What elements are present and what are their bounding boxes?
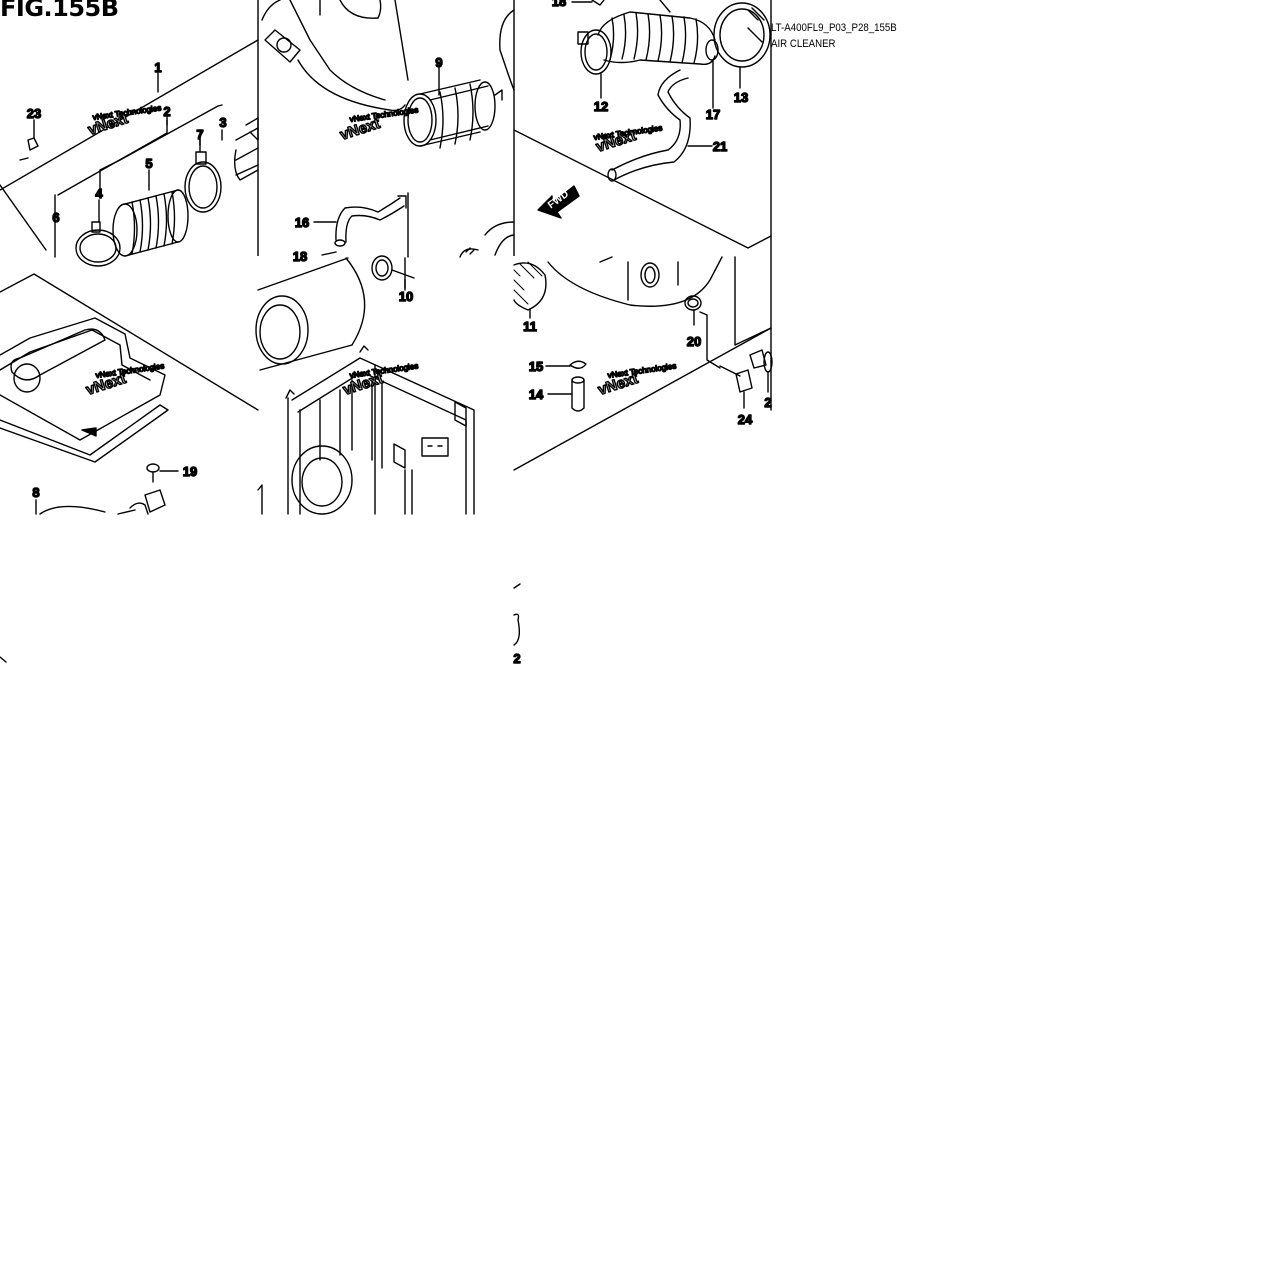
hose-21: [607, 69, 691, 182]
clamp-12: [577, 29, 612, 75]
leader-lines-1: [98, 72, 201, 223]
drain-cap-14: [547, 376, 585, 412]
callout-2y: 2: [513, 651, 520, 666]
panel-edge-6: [513, 327, 772, 471]
cap-18: [571, 0, 605, 6]
callout-6: 6: [52, 210, 59, 225]
diagram-code: LT-A400FL9_P03_P28_155B: [771, 22, 897, 34]
callout-15: 15: [529, 359, 543, 374]
element-cage-9: [403, 79, 503, 149]
knob-8: [35, 489, 166, 515]
intake-duct-upper: [261, 0, 409, 112]
screw-hole: [459, 247, 479, 258]
callout-8: 8: [32, 485, 39, 500]
filter-edge: [484, 9, 515, 256]
callout-24: 24: [738, 412, 753, 427]
bracket-lines-1: [57, 104, 223, 198]
callout-13: 13: [734, 90, 748, 105]
callout-20: 20: [687, 334, 701, 349]
callout-17: 17: [706, 107, 720, 122]
air-filter-element-10: [255, 255, 415, 371]
callout-23: 23: [27, 106, 41, 121]
panel-edge-3: [513, 129, 772, 249]
callout-14: 14: [529, 387, 544, 402]
callout-16: 16: [295, 215, 309, 230]
callout-5: 5: [145, 156, 152, 171]
callout-4: 4: [95, 186, 103, 201]
leader-lines-3: [600, 59, 741, 147]
callout-18: 18: [552, 0, 566, 9]
callout-21: 21: [713, 139, 727, 154]
connecting-tube-17: [597, 0, 719, 66]
case-lower: [547, 256, 772, 346]
section-title: AIR CLEANER: [771, 38, 836, 50]
callout-18b: 18: [293, 249, 307, 264]
callout-9: 9: [435, 55, 442, 70]
hose-16: [334, 192, 409, 258]
leader-lines-2: [313, 67, 440, 256]
callout-7: 7: [196, 127, 203, 142]
callout-19: 19: [183, 464, 197, 479]
assembly-frame-1: [0, 39, 259, 258]
cover-3-edge: [233, 117, 259, 181]
callout-2: 2: [163, 104, 170, 119]
callout-3: 3: [219, 115, 226, 130]
callout-numbers: 1 2 3 4 5 6 7 8 9 10 11 12 13 14 15 16 1…: [26, 0, 772, 667]
callout-1: 1: [154, 60, 161, 75]
ring-13: [713, 2, 771, 68]
fragment-lower-mid: [513, 583, 521, 646]
figure-title: FIG.155B: [0, 0, 119, 22]
plug-20: [684, 295, 721, 369]
intake-boot-5: [112, 189, 189, 257]
clip-23: [19, 119, 39, 161]
fragment-lower-left: [0, 656, 7, 663]
air-cleaner-case: [257, 345, 475, 515]
cover-plate-3: [0, 273, 259, 463]
leader-lines-5: [374, 279, 406, 515]
screw-19: [146, 463, 179, 483]
diagram-code-block: LT-A400FL9_P03_P28_155B AIR CLEANER: [771, 20, 914, 52]
bolt-24: [719, 349, 773, 409]
callout-12: 12: [594, 99, 608, 114]
callout-10: 10: [399, 289, 413, 304]
filter-mesh-11: [513, 261, 547, 319]
fwd-arrow: FWD: [537, 185, 580, 219]
clip-15: [545, 360, 587, 369]
callout-11: 11: [523, 319, 537, 334]
callout-2x: 2: [764, 395, 771, 410]
clamp-7: [184, 151, 222, 213]
